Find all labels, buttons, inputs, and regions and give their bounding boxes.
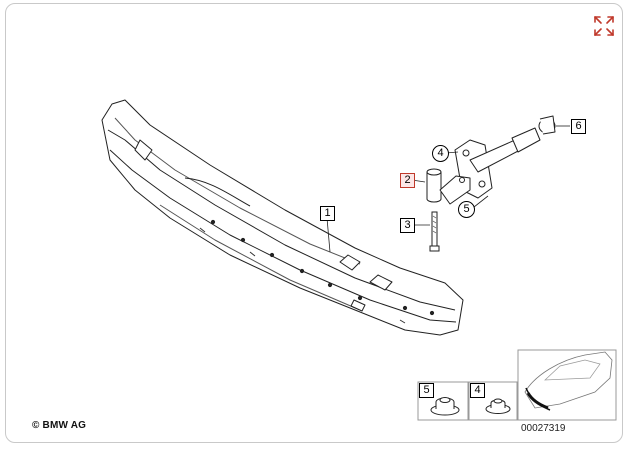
spacer-tube-drawing [426, 168, 442, 203]
diagram-frame [5, 3, 623, 443]
bracket-absorber-drawing [439, 115, 556, 205]
callout-part-6[interactable]: 6 [571, 119, 586, 134]
vehicle-locator-thumbnail [517, 349, 617, 421]
copyright-notice: © BMW AG [32, 420, 87, 431]
callout-part-3[interactable]: 3 [400, 218, 415, 233]
grommet-small-drawing [485, 398, 511, 414]
grommet-large-drawing [430, 397, 460, 416]
bumper-carrier-drawing [101, 99, 464, 336]
inset-label-part-5[interactable]: 5 [419, 383, 434, 398]
bolt-drawing [429, 211, 440, 252]
callout-part-2[interactable]: 2 [400, 173, 415, 188]
diagram-number: 00027319 [521, 423, 566, 434]
inset-label-part-4[interactable]: 4 [470, 383, 485, 398]
expand-arrows-icon[interactable] [592, 14, 616, 38]
callout-part-4[interactable]: 4 [432, 145, 449, 162]
callout-part-1[interactable]: 1 [320, 206, 335, 221]
callout-part-5[interactable]: 5 [458, 201, 475, 218]
